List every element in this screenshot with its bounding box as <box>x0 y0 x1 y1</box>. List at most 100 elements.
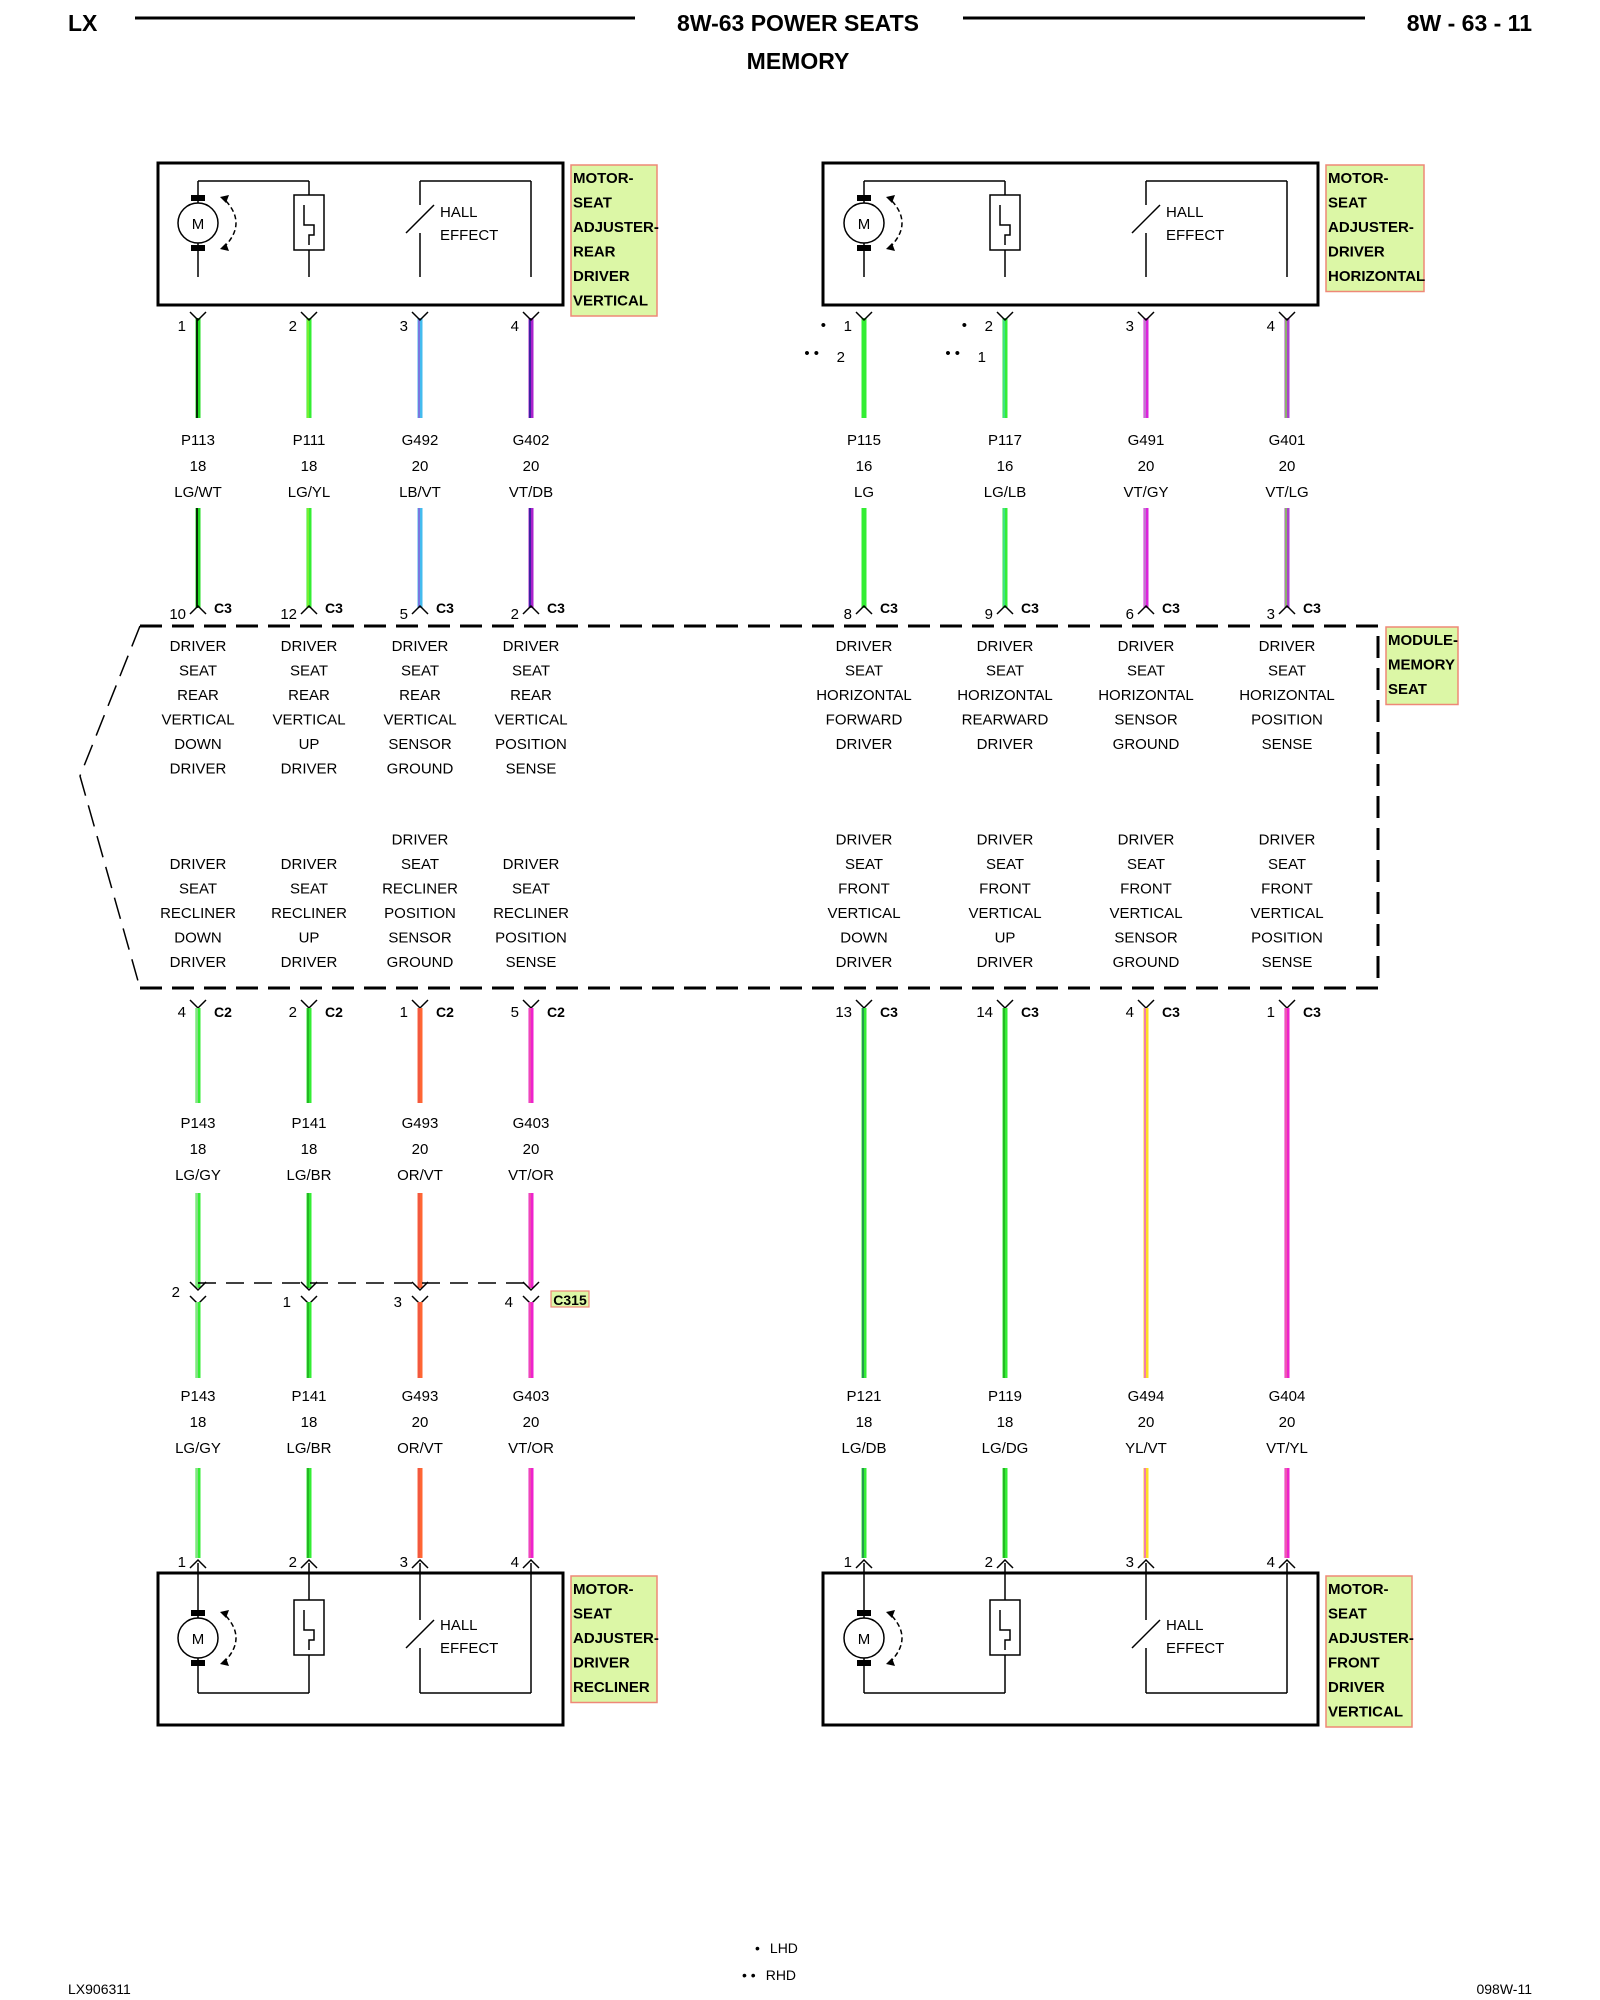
hall-switch <box>405 204 435 234</box>
module-pin-chevron <box>1137 604 1155 615</box>
pin-function: SEAT <box>1268 663 1306 680</box>
pin-function: SENSOR <box>388 736 452 753</box>
rotation-arrow <box>891 200 903 246</box>
rotation-arrow <box>225 1615 237 1661</box>
pin-function: FORWARD <box>826 712 903 729</box>
module-pin: 13 <box>835 1004 852 1021</box>
rotation-arrowhead <box>220 1610 229 1618</box>
circuit-number: G493 <box>402 1115 439 1132</box>
c315-chevron <box>522 1281 540 1292</box>
motor-brush <box>857 1610 871 1616</box>
motor-symbol <box>843 1617 885 1659</box>
circuit-number: P143 <box>180 1388 215 1405</box>
motor-letter: M <box>192 216 205 233</box>
wire-color: LB/VT <box>399 484 441 501</box>
circuit-number: G403 <box>513 1388 550 1405</box>
module-pin: 4 <box>1126 1004 1134 1021</box>
wire-color: VT/OR <box>508 1167 554 1184</box>
pin-function: SEAT <box>1268 856 1306 873</box>
motor-pin-chevron <box>996 311 1014 322</box>
pin-function: FRONT <box>1120 881 1172 898</box>
legend-lhd-dot: • <box>755 1940 760 1956</box>
motor-pin-chevron <box>189 311 207 322</box>
c315-pin: 2 <box>172 1284 180 1301</box>
c315-label-box <box>550 1290 590 1308</box>
pin-function: RECLINER <box>493 905 569 922</box>
label-front-vertical: SEAT <box>1328 1606 1367 1623</box>
module-pin-chevron <box>1137 999 1155 1010</box>
pin-function: SEAT <box>845 856 883 873</box>
pin-function: SEAT <box>986 856 1024 873</box>
hall-label: EFFECT <box>440 1640 498 1657</box>
pin-function: POSITION <box>1251 712 1323 729</box>
label-front-vertical: FRONT <box>1328 1655 1380 1672</box>
module-pin-chevron <box>411 999 429 1010</box>
module-pin-chevron <box>1278 999 1296 1010</box>
c315-chevron <box>411 1281 429 1292</box>
connector-name: C3 <box>325 600 343 616</box>
circuit-number: P117 <box>988 432 1022 449</box>
pin-function: SEAT <box>179 881 217 898</box>
pin-function: SEAT <box>1127 663 1165 680</box>
wire-color: VT/OR <box>508 1440 554 1457</box>
rotation-arrowhead <box>886 1658 895 1666</box>
label-module: SEAT <box>1388 681 1427 698</box>
label-rear-vertical: VERTICAL <box>573 293 648 310</box>
module-pin-chevron <box>189 999 207 1010</box>
circuit-number: G404 <box>1269 1388 1306 1405</box>
connector-name: C2 <box>547 1004 565 1020</box>
wire-color: OR/VT <box>397 1167 443 1184</box>
c315-chevron <box>300 1281 318 1292</box>
motor-pin-chevron <box>522 1558 540 1569</box>
pin-function: RECLINER <box>160 905 236 922</box>
motor-pin: 2 <box>985 1554 993 1571</box>
rotation-arrowhead <box>886 195 895 203</box>
wire-color: LG/GY <box>175 1167 221 1184</box>
module-pin: 1 <box>1267 1004 1275 1021</box>
circuit-number: G493 <box>402 1388 439 1405</box>
wire-gauge: 20 <box>412 1414 429 1431</box>
pin-function: RECLINER <box>271 905 347 922</box>
circuit-number: P113 <box>181 432 215 449</box>
label-rear-vertical: REAR <box>573 244 616 261</box>
connector-name: C3 <box>1162 1004 1180 1020</box>
wire-gauge: 20 <box>412 1141 429 1158</box>
legend-rhd-dots: • • <box>742 1967 756 1983</box>
motor-pin: 4 <box>1267 1554 1275 1571</box>
pin-function: DOWN <box>840 930 888 947</box>
connector-name: C3 <box>1021 1004 1039 1020</box>
motor-pin: 1 <box>844 318 852 335</box>
module-pin: 8 <box>844 606 852 623</box>
wire-color: LG/DB <box>841 1440 886 1457</box>
pin-function: HORIZONTAL <box>1098 687 1194 704</box>
wire-gauge: 16 <box>997 458 1014 475</box>
module-pin-chevron <box>189 604 207 615</box>
motor-pin: 2 <box>985 318 993 335</box>
motor-pin-chevron <box>189 1558 207 1569</box>
component-label-box <box>1385 626 1459 706</box>
motor-pin: 4 <box>1267 318 1275 335</box>
pin-function: DRIVER <box>281 638 338 655</box>
pin-function: DOWN <box>174 736 222 753</box>
wire-gauge: 20 <box>1138 1414 1155 1431</box>
pin-function: POSITION <box>384 905 456 922</box>
hall-label: HALL <box>1166 204 1204 221</box>
module-pin: 2 <box>511 606 519 623</box>
pin-function: DRIVER <box>170 856 227 873</box>
rotation-arrowhead <box>220 1658 229 1666</box>
circuit-number: P143 <box>180 1115 215 1132</box>
pin-function: VERTICAL <box>1109 905 1182 922</box>
hall-sensor-symbol <box>999 205 1011 245</box>
pin-function: HORIZONTAL <box>1239 687 1335 704</box>
rhd-marker: • • <box>804 345 819 362</box>
motor-pin: 3 <box>400 1554 408 1571</box>
module-pin-chevron <box>300 999 318 1010</box>
component-label-box <box>570 1575 658 1704</box>
hall-sensor-symbol <box>999 1610 1011 1650</box>
label-horizontal: HORIZONTAL <box>1328 268 1425 285</box>
pin-function: GROUND <box>387 761 454 778</box>
motor-pin: 2 <box>289 1554 297 1571</box>
module-pin: 12 <box>280 606 297 623</box>
label-horizontal: DRIVER <box>1328 244 1385 261</box>
pin-function: REARWARD <box>962 712 1049 729</box>
